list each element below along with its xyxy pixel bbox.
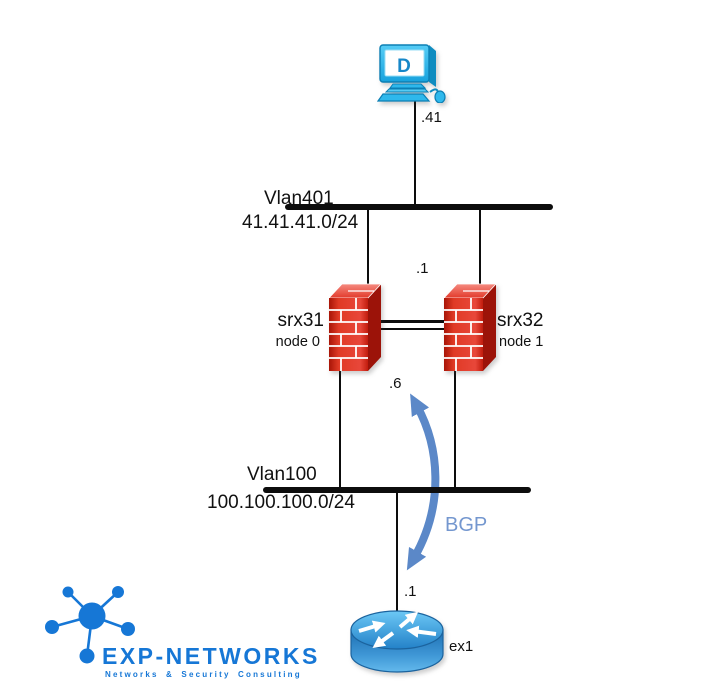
logo-tagline-text: Networks & Security Consulting: [105, 670, 302, 679]
pc-interface-ip-label: .41: [421, 109, 442, 126]
vlan401-bus-bar: [285, 204, 553, 210]
link-pc-to-vlan401: [414, 101, 416, 206]
router-name-label: ex1: [449, 638, 474, 655]
link-vlan100-to-router: [396, 491, 398, 612]
vlan401-name-label: Vlan401: [264, 188, 334, 209]
firewall-srx31-icon: [328, 283, 382, 371]
link-srx31-to-vlan100: [339, 371, 341, 489]
logo-brand-text: EXP-NETWORKS: [102, 643, 320, 669]
link-vlan401-to-srx32: [479, 208, 481, 285]
vlan100-bus-bar: [263, 487, 531, 493]
desktop-computer-icon: D: [377, 44, 446, 103]
router-icon: [350, 610, 444, 673]
srx31-node-label: node 0: [275, 334, 320, 350]
link-srx32-to-vlan100: [454, 371, 456, 489]
bgp-double-arrow-icon: [406, 393, 440, 571]
srx32-name-label: srx32: [497, 310, 544, 331]
vlan100-name-label: Vlan100: [247, 464, 317, 485]
link-vlan401-to-srx31: [367, 208, 369, 285]
ha-link-upper: [378, 320, 444, 323]
firewall-vlan100-ip-label: .6: [389, 375, 402, 392]
firewall-srx32-icon: [443, 283, 497, 371]
ha-link-lower: [378, 328, 444, 330]
pc-screen-letter: D: [397, 56, 411, 77]
router-interface-ip-label: .1: [404, 583, 417, 600]
exp-networks-logo-icon: [45, 586, 135, 664]
firewall-vlan401-ip-label: .1: [416, 260, 429, 277]
vlan401-subnet-label: 41.41.41.0/24: [242, 212, 359, 233]
vlan100-subnet-label: 100.100.100.0/24: [207, 492, 355, 513]
srx32-node-label: node 1: [499, 334, 544, 350]
bgp-label: BGP: [445, 514, 488, 536]
srx31-name-label: srx31: [277, 310, 324, 331]
